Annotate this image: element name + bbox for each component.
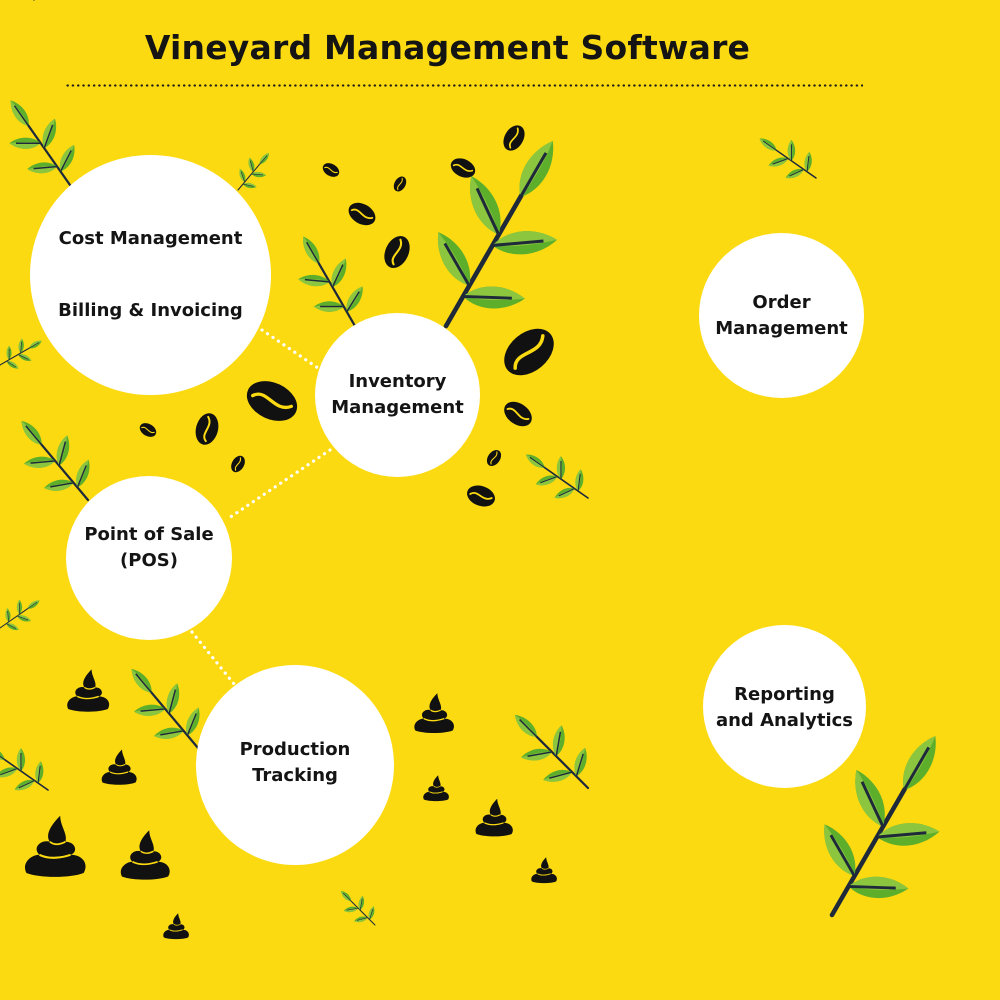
swirl-pile-icon — [413, 692, 455, 734]
swirl-pile-icon — [422, 774, 450, 802]
page-title: Vineyard Management Software — [144, 28, 751, 67]
leaf-sprig-icon — [0, 0, 47, 11]
coffee-bean-icon — [238, 371, 306, 431]
swirl-pile-icon — [530, 856, 558, 884]
node-label-line2: Management — [331, 397, 464, 418]
node-label-line1: Reporting — [734, 684, 835, 705]
node-point-of-sale: Point of Sale (POS) — [66, 476, 232, 640]
node-label-line1: Order — [752, 291, 811, 313]
swirl-pile-icon — [474, 798, 514, 838]
swirl-pile-icon — [66, 668, 110, 713]
coffee-bean-icon — [390, 173, 410, 195]
connector-inventory-pos — [224, 448, 332, 522]
leaf-sprig-icon — [495, 694, 609, 808]
coffee-bean-icon — [136, 419, 160, 441]
node-label-line1: Point of Sale — [84, 524, 214, 545]
swirl-pile-icon — [162, 912, 190, 940]
connector-pos-production — [190, 630, 236, 686]
node-label-line2: Management — [715, 317, 848, 339]
title-dotted-divider — [65, 84, 863, 87]
swirl-pile-icon — [101, 748, 138, 786]
leaf-sprig-icon — [0, 729, 60, 807]
coffee-bean-icon — [498, 120, 530, 156]
coffee-bean-icon — [343, 197, 381, 231]
coffee-bean-icon — [227, 452, 249, 476]
swirl-pile-icon — [119, 829, 171, 881]
node-label-line1: Production — [239, 739, 351, 760]
leaf-sprig-icon — [0, 589, 47, 639]
node-label-line2: Tracking — [252, 765, 338, 786]
node-label-cost-management: Cost Management — [58, 228, 243, 249]
leaf-sprig-icon — [331, 881, 384, 934]
coffee-bean-icon — [463, 480, 499, 512]
coffee-bean-icon — [498, 395, 538, 433]
node-inventory-management: Inventory Management — [315, 313, 480, 477]
connector-cost-inventory — [260, 328, 320, 370]
node-reporting-analytics: Reporting and Analytics — [703, 625, 866, 788]
node-label-billing-invoicing: Billing & Invoicing — [58, 300, 243, 321]
coffee-bean-icon — [483, 446, 505, 470]
coffee-bean-icon — [493, 317, 565, 387]
coffee-bean-icon — [191, 409, 223, 449]
coffee-bean-icon — [319, 159, 343, 181]
swirl-pile-icon — [23, 814, 87, 878]
node-order-management: Order Management — [699, 233, 864, 398]
leaf-sprig-icon — [749, 123, 828, 194]
node-label-line2: (POS) — [120, 550, 178, 571]
node-label-line1: Inventory — [348, 371, 447, 392]
leaf-sprig-icon — [514, 437, 600, 515]
node-label-line2: and Analytics — [715, 710, 854, 731]
coffee-bean-icon — [378, 230, 416, 274]
connector-lines — [190, 328, 332, 686]
node-cost-billing: Cost Management Billing & Invoicing — [30, 155, 271, 395]
node-production-tracking: Production Tracking — [196, 665, 394, 865]
leaf-sprig-icon — [0, 329, 49, 376]
